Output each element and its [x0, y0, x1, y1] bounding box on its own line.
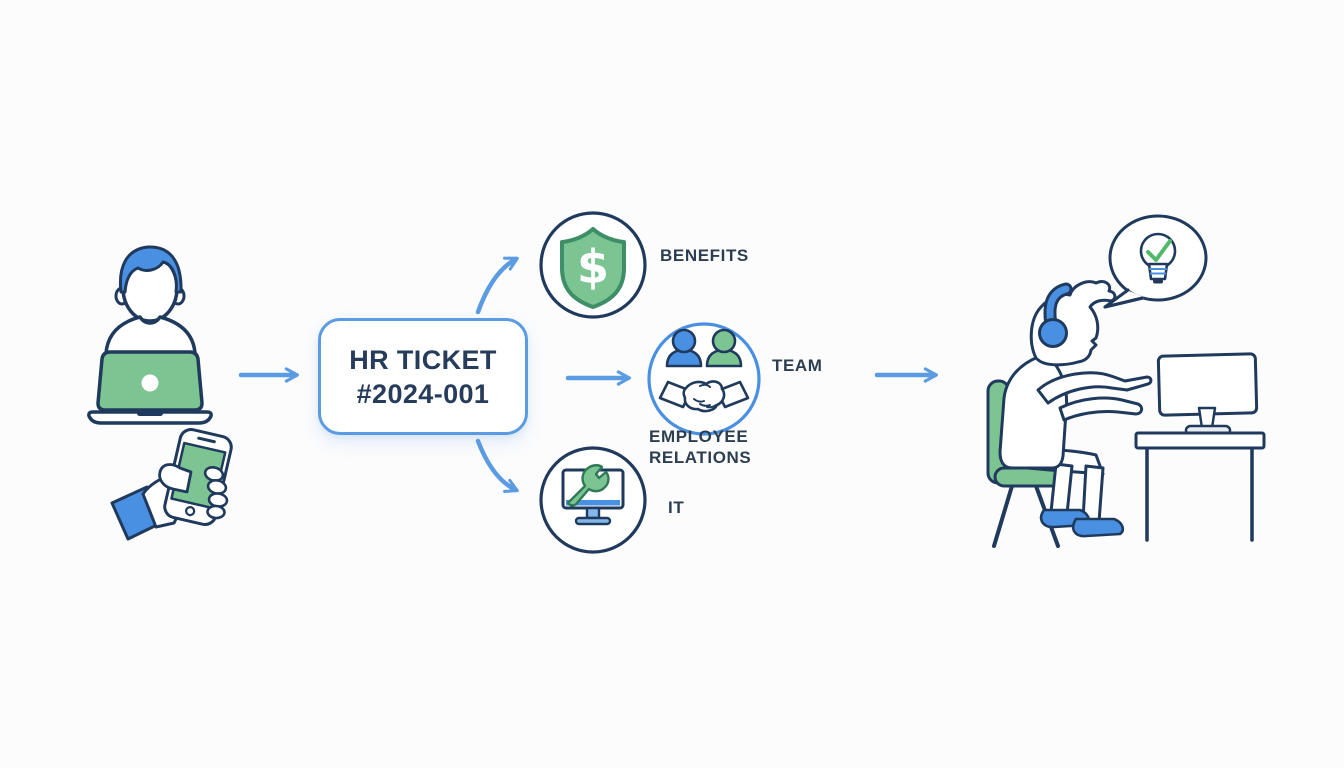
team-label: TEAM	[772, 356, 823, 375]
check-icon	[1146, 239, 1172, 262]
laptop-base	[87, 410, 213, 425]
headphone-earcup	[1038, 318, 1068, 348]
support-agent-illustration	[986, 214, 1266, 548]
home-button	[185, 506, 196, 517]
desk-top	[1134, 431, 1266, 450]
it-label: IT	[668, 498, 685, 517]
wrench	[566, 464, 610, 507]
benefits-label: BENEFITS	[660, 246, 749, 265]
thumb	[158, 463, 193, 494]
dollar-symbol: $	[577, 240, 609, 294]
hr-ticket-card: HR TICKET #2024-001	[318, 318, 528, 435]
pointing-arm	[1036, 371, 1153, 405]
arrow-ticket-to-benefits	[475, 256, 519, 315]
people-handshake-icon	[647, 322, 761, 436]
shield-dollar-icon: $	[539, 211, 647, 319]
lightbulb-check-idea-bubble	[1103, 214, 1208, 309]
ticket-title: HR TICKET	[349, 344, 497, 375]
ticket-number: #2024-001	[356, 378, 490, 409]
hair	[118, 245, 183, 294]
arrow-ticket-to-it	[475, 438, 519, 493]
monitor-wrench-icon	[539, 446, 647, 554]
shoe-front	[1071, 517, 1125, 538]
hand-holding-phone-illustration	[110, 427, 233, 541]
torso	[104, 315, 197, 362]
employee-relations-label: EMPLOYEE RELATIONS	[649, 427, 752, 467]
flow-arrows	[238, 256, 938, 493]
employee-at-laptop-illustration	[87, 245, 213, 425]
monitor-back	[1156, 352, 1259, 417]
